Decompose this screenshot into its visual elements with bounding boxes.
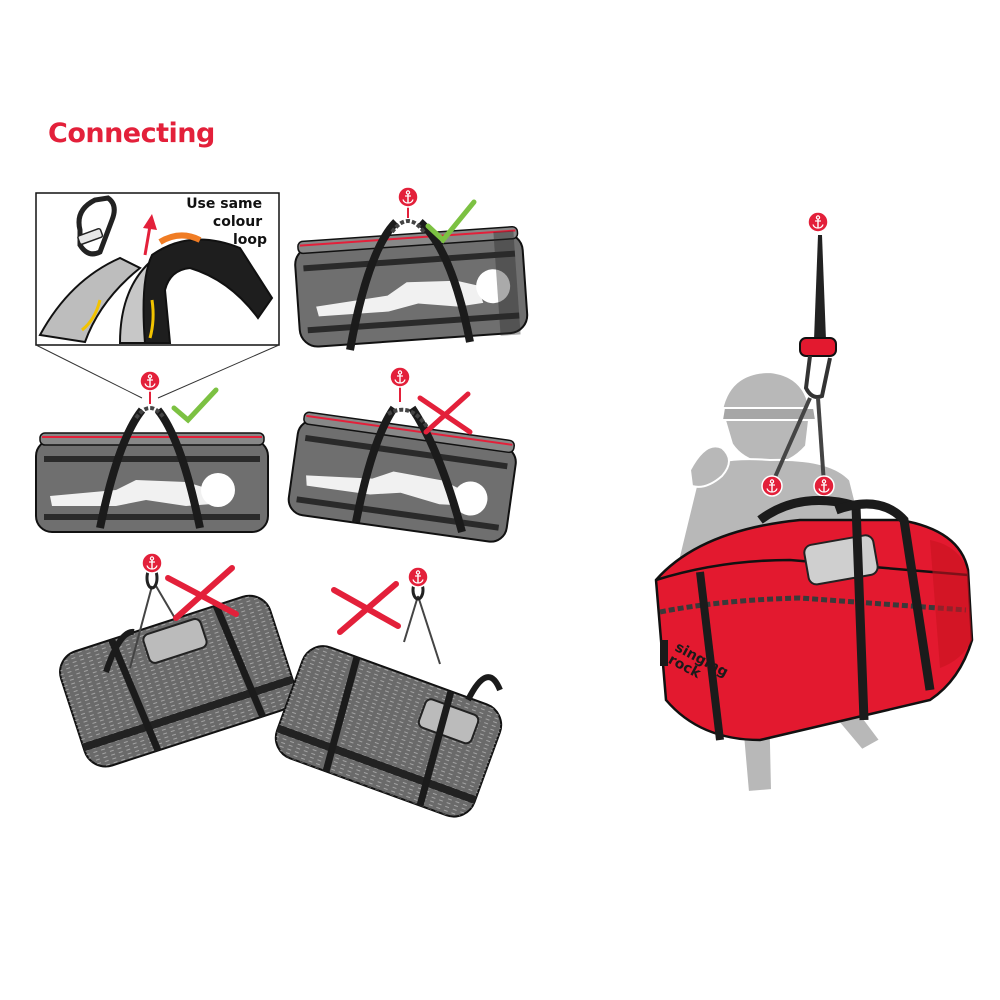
check-icon — [425, 199, 477, 244]
cross-icon — [165, 565, 239, 621]
person-with-red-bag: singing rock — [654, 211, 974, 794]
anchor-icon — [397, 186, 419, 208]
flat-bag-correct-1 — [294, 186, 529, 351]
anchor-icon — [389, 366, 411, 388]
anchor-icon — [761, 475, 783, 497]
red-bag: singing rock — [654, 495, 974, 742]
tilted-bag-incorrect-1 — [59, 552, 296, 768]
carabiner-icon — [76, 195, 117, 257]
callout-line-1: Use same — [186, 196, 262, 212]
anchor-icon — [813, 475, 835, 497]
cross-icon — [331, 581, 401, 635]
anchor-icon — [807, 211, 829, 233]
callout-line-3: loop — [233, 232, 267, 248]
page-title: Connecting — [48, 118, 215, 149]
logo-mark — [660, 640, 668, 666]
check-icon — [171, 387, 219, 424]
callout-line-2: colour — [213, 214, 262, 230]
anchor-icon — [139, 370, 161, 392]
anchor-icon — [141, 552, 163, 574]
flat-bag-correct-2 — [35, 370, 269, 533]
tilted-bag-incorrect-2 — [274, 566, 503, 818]
cross-icon — [417, 391, 473, 435]
callout-panel: Use same colour loop — [35, 192, 280, 399]
callout-text: Use same colour loop — [186, 196, 267, 248]
anchor-icon — [407, 566, 429, 588]
arrow-up-icon — [143, 214, 157, 256]
flat-bag-incorrect — [287, 366, 517, 543]
